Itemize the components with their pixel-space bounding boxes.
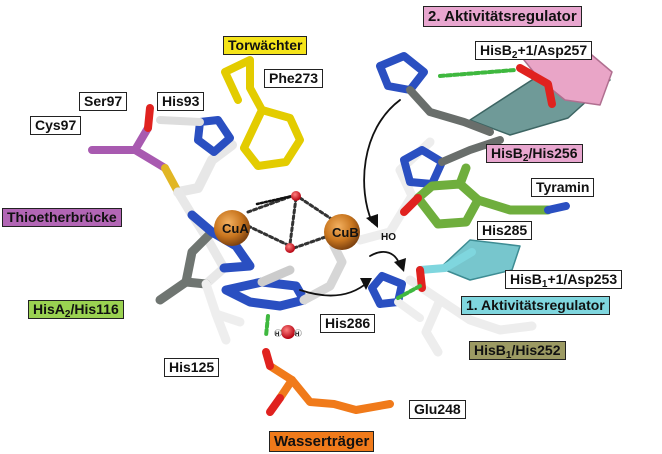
label-ser97-text: Ser97 — [84, 93, 123, 109]
label-thioether-text: Thioetherbrücke — [7, 209, 117, 225]
arrow-from-his252 — [369, 251, 401, 267]
cys97-sulfur-bond — [161, 164, 182, 196]
tyramin-residue — [413, 163, 553, 229]
label-thioether: Thioetherbrücke — [2, 208, 122, 227]
label-his285-text: His285 — [482, 222, 528, 238]
label-hisb2-his256-pre: HisB — [491, 145, 523, 161]
his286-residue — [221, 241, 347, 311]
cua-label: CuA — [222, 221, 249, 236]
label-hisb2-his256: HisB2/His256 — [486, 144, 583, 164]
label-his93: His93 — [157, 92, 205, 111]
label-glu248: Glu248 — [409, 400, 466, 419]
water-h-left-label: H — [275, 332, 279, 338]
label-phe273-text: Phe273 — [269, 70, 319, 86]
label-his93-text: His93 — [162, 93, 200, 109]
label-aktivitaetsregulator-1-text: 1. Aktivitätsregulator — [466, 297, 605, 313]
label-hisa2-his116-pre: HisA — [33, 301, 65, 317]
oxygen-atom-top — [291, 191, 301, 201]
hbond-water-his116 — [264, 314, 270, 338]
hisB2-plus1-ring — [376, 52, 494, 136]
hbond-his-asp257 — [438, 68, 517, 78]
label-hisb1-asp253-pre: HisB — [510, 271, 542, 287]
label-cys97-text: Cys97 — [35, 117, 77, 133]
label-hisb1-asp253-sub: 1 — [541, 279, 548, 290]
label-his286-text: His286 — [325, 315, 371, 331]
arrow-head-2 — [394, 258, 406, 272]
label-hisb1-asp253-post: +1/Asp253 — [547, 271, 618, 287]
glu248-oxygen — [262, 348, 274, 370]
cyan-helix-ribbon — [439, 239, 521, 281]
label-his286: His286 — [320, 314, 376, 333]
label-hisa2-his116: HisA2/His116 — [28, 300, 124, 320]
cub-sphere — [324, 214, 360, 250]
hisA2-his116-residue — [155, 210, 255, 305]
label-hisb2-asp257-pre: HisB — [480, 42, 512, 58]
label-hisb2-asp257: HisB2+1/Asp257 — [475, 41, 593, 61]
water-oxygen — [281, 325, 295, 339]
label-hisb1-his252-pre: HisB — [474, 342, 506, 358]
label-glu248-text: Glu248 — [414, 401, 461, 417]
glu248-oxygen-2 — [266, 394, 284, 416]
his93-residue — [156, 116, 237, 197]
hisB1-asp253-residue — [416, 248, 476, 292]
label-aktivitaetsregulator-2-text: 2. Aktivitätsregulator — [428, 8, 577, 25]
label-hisb2-asp257-sub: 2 — [511, 50, 518, 61]
label-ser97: Ser97 — [79, 92, 128, 111]
label-hisb1-his252: HisB1/His252 — [469, 341, 566, 361]
label-phe273: Phe273 — [264, 69, 324, 88]
label-cys97: Cys97 — [30, 116, 82, 135]
label-hisb1-his252-post: /His252 — [511, 342, 561, 358]
arrow-head-1 — [366, 214, 378, 228]
label-wassertraeger: Wasserträger — [269, 431, 375, 452]
label-hisb2-his256-sub: 2 — [522, 153, 529, 164]
label-wassertraeger-text: Wasserträger — [274, 433, 370, 450]
oxygen-bridge-dash-solid — [255, 194, 294, 206]
arrow-to-cub — [299, 281, 369, 297]
ho-label: HO — [381, 232, 396, 243]
label-his285: His285 — [477, 221, 533, 240]
label-his125-text: His125 — [169, 359, 215, 375]
label-hisb2-his256-post: /His256 — [528, 145, 578, 161]
label-his125: His125 — [164, 358, 220, 377]
label-hisa2-his116-post: /His116 — [70, 301, 119, 317]
oxygen-atom-bottom — [285, 243, 295, 253]
hisB2-his256-residue — [400, 136, 504, 188]
cub-label: CuB — [332, 225, 359, 240]
water-h-right — [294, 329, 302, 337]
arrow-head-3 — [360, 278, 372, 290]
cys97-residue — [88, 124, 169, 172]
label-tyramin-text: Tyramin — [536, 179, 590, 195]
label-aktivitaetsregulator-2: 2. Aktivitätsregulator — [423, 6, 582, 27]
water-h-right-label: H — [295, 332, 299, 338]
phe273-residue — [221, 56, 304, 170]
label-tyramin: Tyramin — [531, 178, 595, 197]
asp257-carboxylate — [516, 64, 556, 108]
his125-residue — [201, 279, 245, 345]
ser97-oxygen — [144, 104, 154, 132]
water-h-left — [274, 329, 282, 337]
glu248-residue — [266, 362, 394, 414]
label-hisb1-his252-sub: 1 — [505, 350, 512, 361]
arrow-from-his256 — [363, 99, 401, 223]
label-hisb1-asp253: HisB1+1/Asp253 — [505, 270, 623, 290]
label-torwaechter: Torwächter — [223, 36, 308, 55]
label-torwaechter-text: Torwächter — [228, 37, 303, 53]
hbond-his252-asp253 — [396, 284, 422, 300]
tyramin-nitrogen — [544, 202, 570, 214]
cua-sphere — [214, 210, 250, 246]
label-hisb2-asp257-post: +1/Asp257 — [517, 42, 588, 58]
hisB1-his252-residue — [368, 272, 424, 322]
label-hisa2-his116-sub: 2 — [64, 309, 71, 320]
tyramin-oxygen — [400, 194, 422, 216]
label-aktivitaetsregulator-1: 1. Aktivitätsregulator — [461, 296, 610, 315]
